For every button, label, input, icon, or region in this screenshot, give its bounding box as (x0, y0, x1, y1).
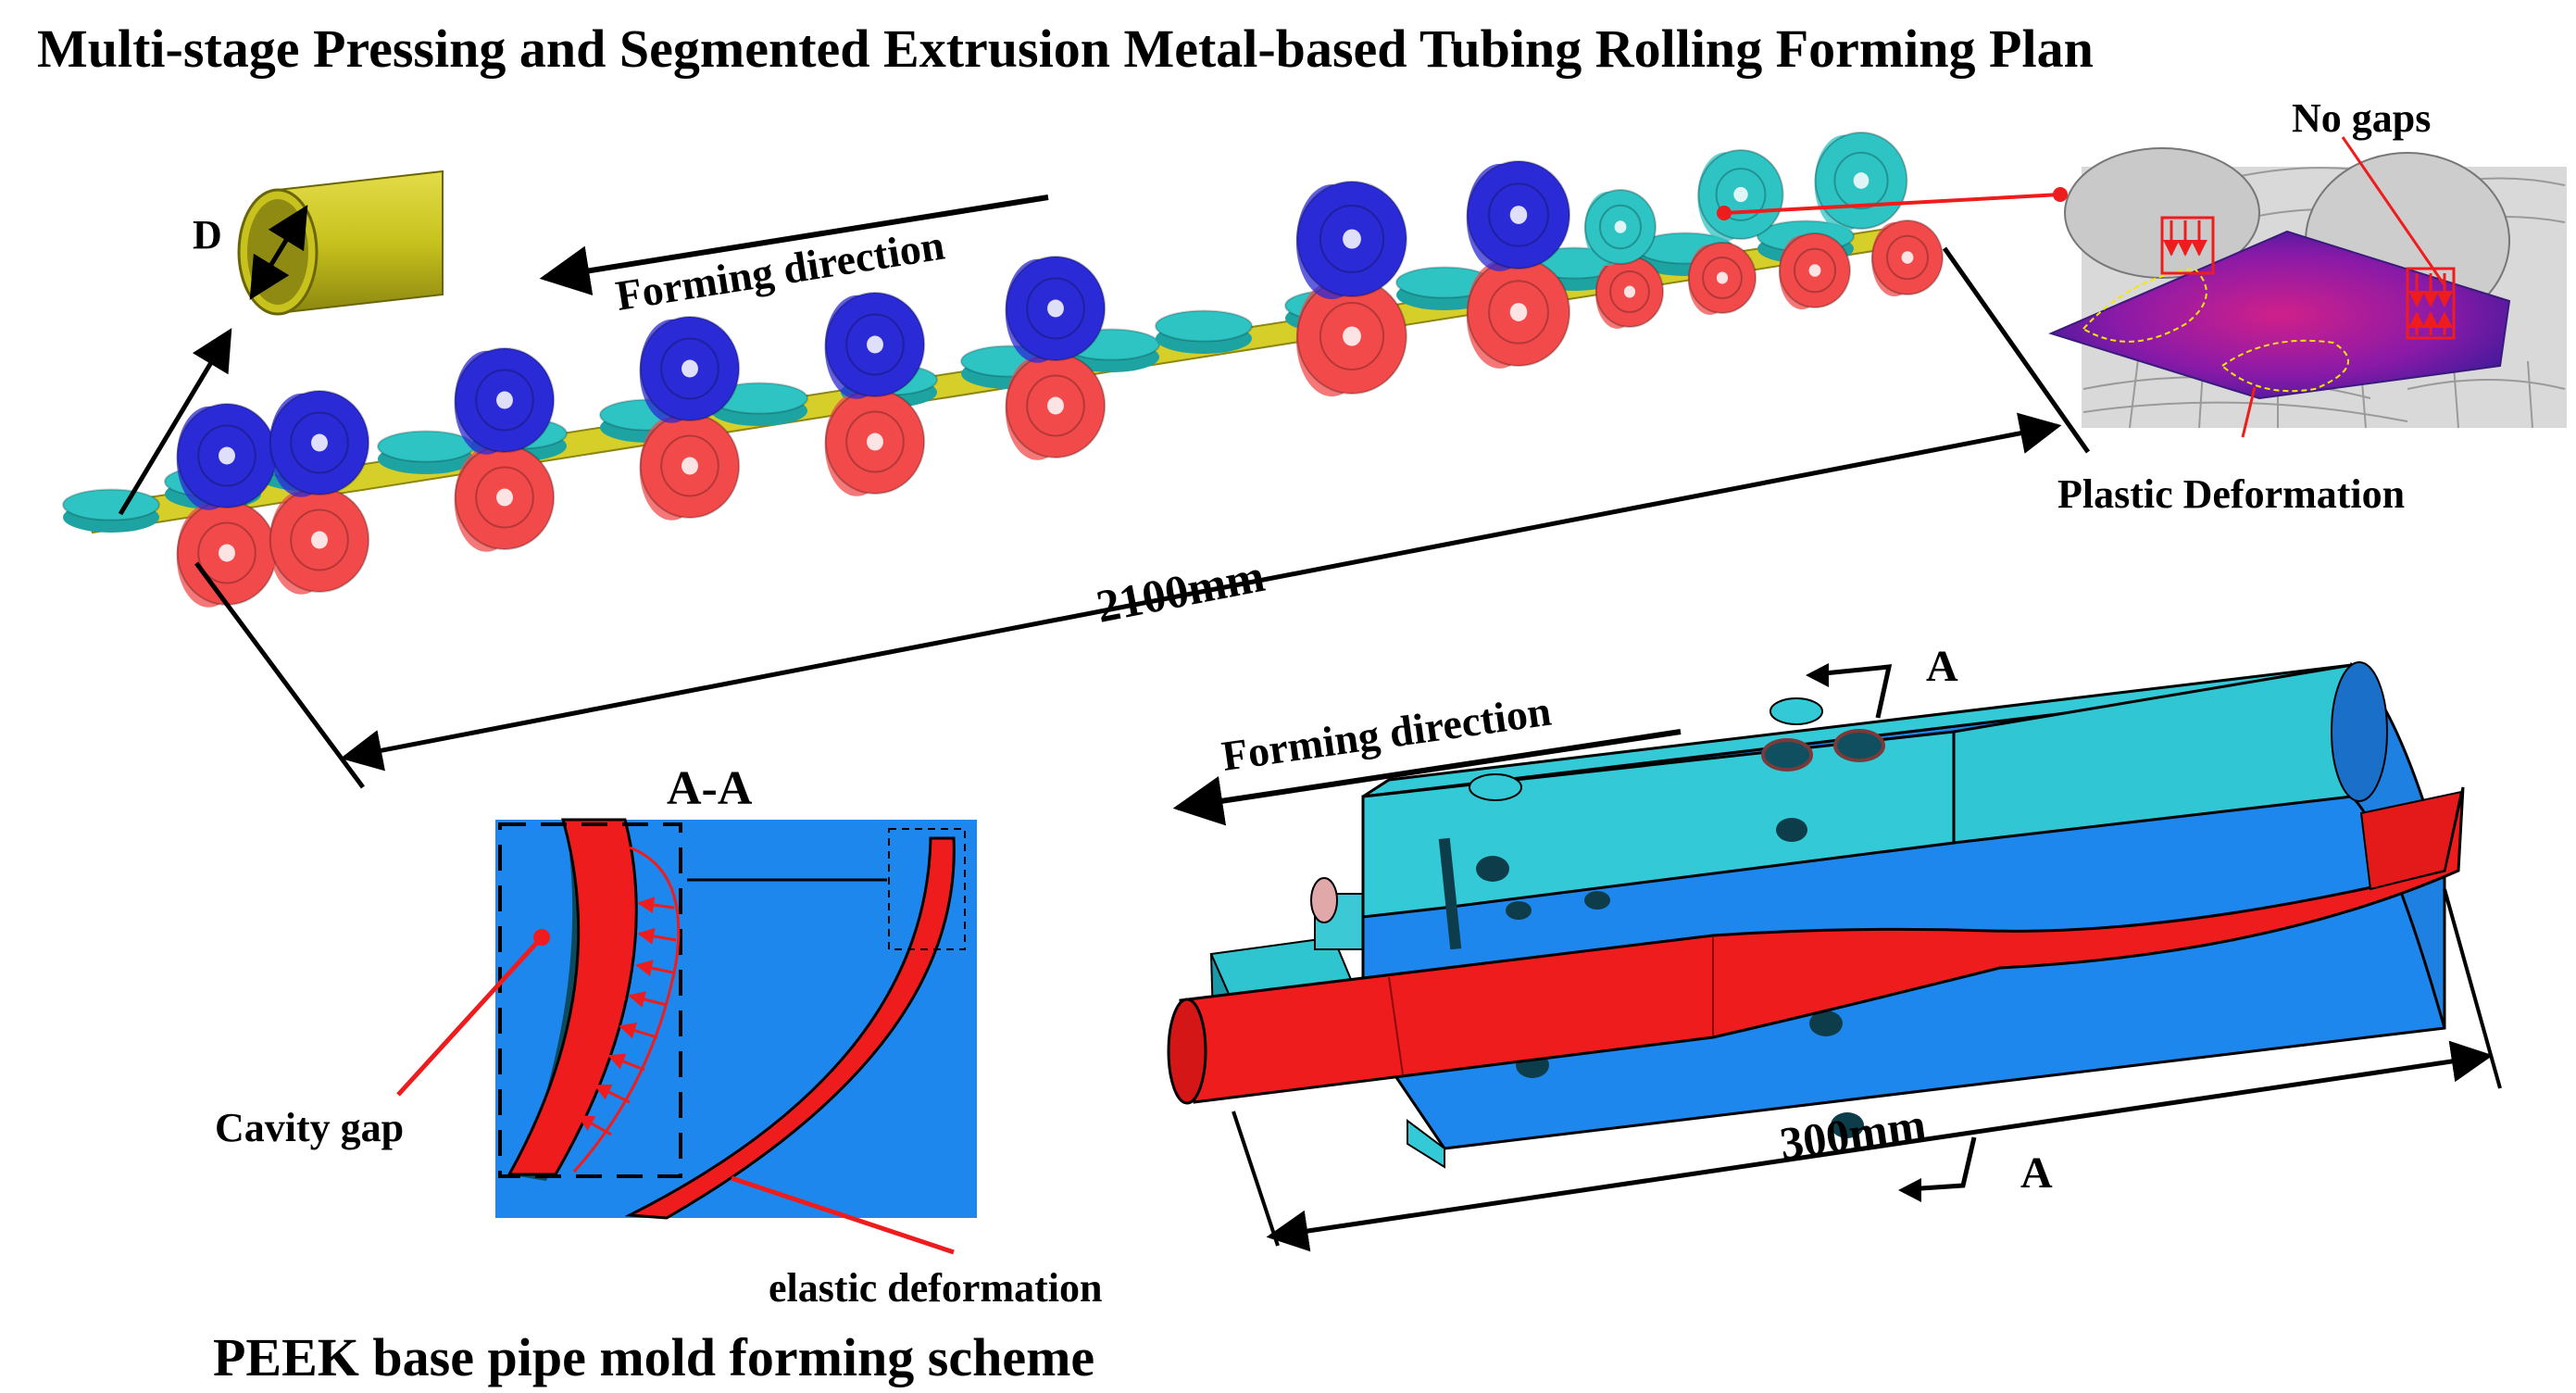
lower-roller (1871, 220, 1944, 296)
lower-roller (1005, 353, 1107, 460)
upper-roller-final (1697, 149, 1784, 242)
side-roller (62, 488, 160, 533)
upper-roller (1295, 181, 1407, 300)
upper-roller (1005, 256, 1107, 363)
lower-roller (1594, 256, 1665, 329)
length-label-2100: 2100mm (1092, 549, 1269, 633)
main-title: Multi-stage Pressing and Segmented Extru… (37, 19, 2094, 79)
upper-roller (176, 403, 278, 510)
forming-direction-arrow-top (539, 195, 1049, 295)
elastic-deformation-label: elastic deformation (769, 1265, 1102, 1311)
lower-roller (824, 389, 926, 496)
lower-roller (269, 487, 370, 595)
mold-scheme-caption: PEEK base pipe mold forming scheme (213, 1327, 1094, 1387)
section-mark-top (1806, 663, 1893, 719)
inset-leader (1723, 193, 2061, 215)
section-title: A-A (667, 762, 753, 815)
dimension-ext-mold-left (1232, 1111, 1280, 1247)
section-mark-bottom-label: A (2020, 1148, 2053, 1198)
deformation-inset (2048, 136, 2567, 438)
lower-roller (1779, 232, 1851, 309)
lower-roller (176, 500, 278, 608)
dimension-ext-right (1942, 246, 2091, 454)
dimension-line-2100 (340, 412, 2062, 772)
upper-roller (269, 390, 370, 497)
finished-tube (237, 169, 444, 316)
upper-roller-final (1584, 189, 1657, 266)
upper-roller-final (1814, 132, 1908, 232)
mold-assembly (1167, 661, 2465, 1169)
lower-roller (1466, 257, 1571, 369)
upper-roller (824, 292, 926, 399)
section-mark-top-label: A (1926, 642, 1958, 691)
dimension-line-300 (1266, 1040, 2494, 1252)
side-roller (377, 430, 475, 474)
upper-roller (1466, 160, 1571, 271)
lower-roller (1687, 242, 1757, 315)
forming-direction-arrow-mold (1172, 729, 1682, 826)
diameter-label: D (193, 212, 222, 257)
section-view (396, 818, 977, 1255)
upper-roller (639, 316, 741, 423)
lower-roller (639, 413, 741, 521)
length-label-300: 300mm (1777, 1098, 1930, 1169)
side-roller (1155, 309, 1253, 354)
plastic-deformation-label: Plastic Deformation (2057, 471, 2405, 517)
upper-roller (454, 347, 556, 455)
lower-roller (1295, 278, 1407, 397)
no-gaps-label: No gaps (2292, 95, 2431, 141)
output-arrow (118, 328, 232, 516)
dimension-ext-left (194, 561, 366, 789)
lower-roller (454, 445, 556, 552)
cavity-gap-label: Cavity gap (215, 1105, 404, 1150)
